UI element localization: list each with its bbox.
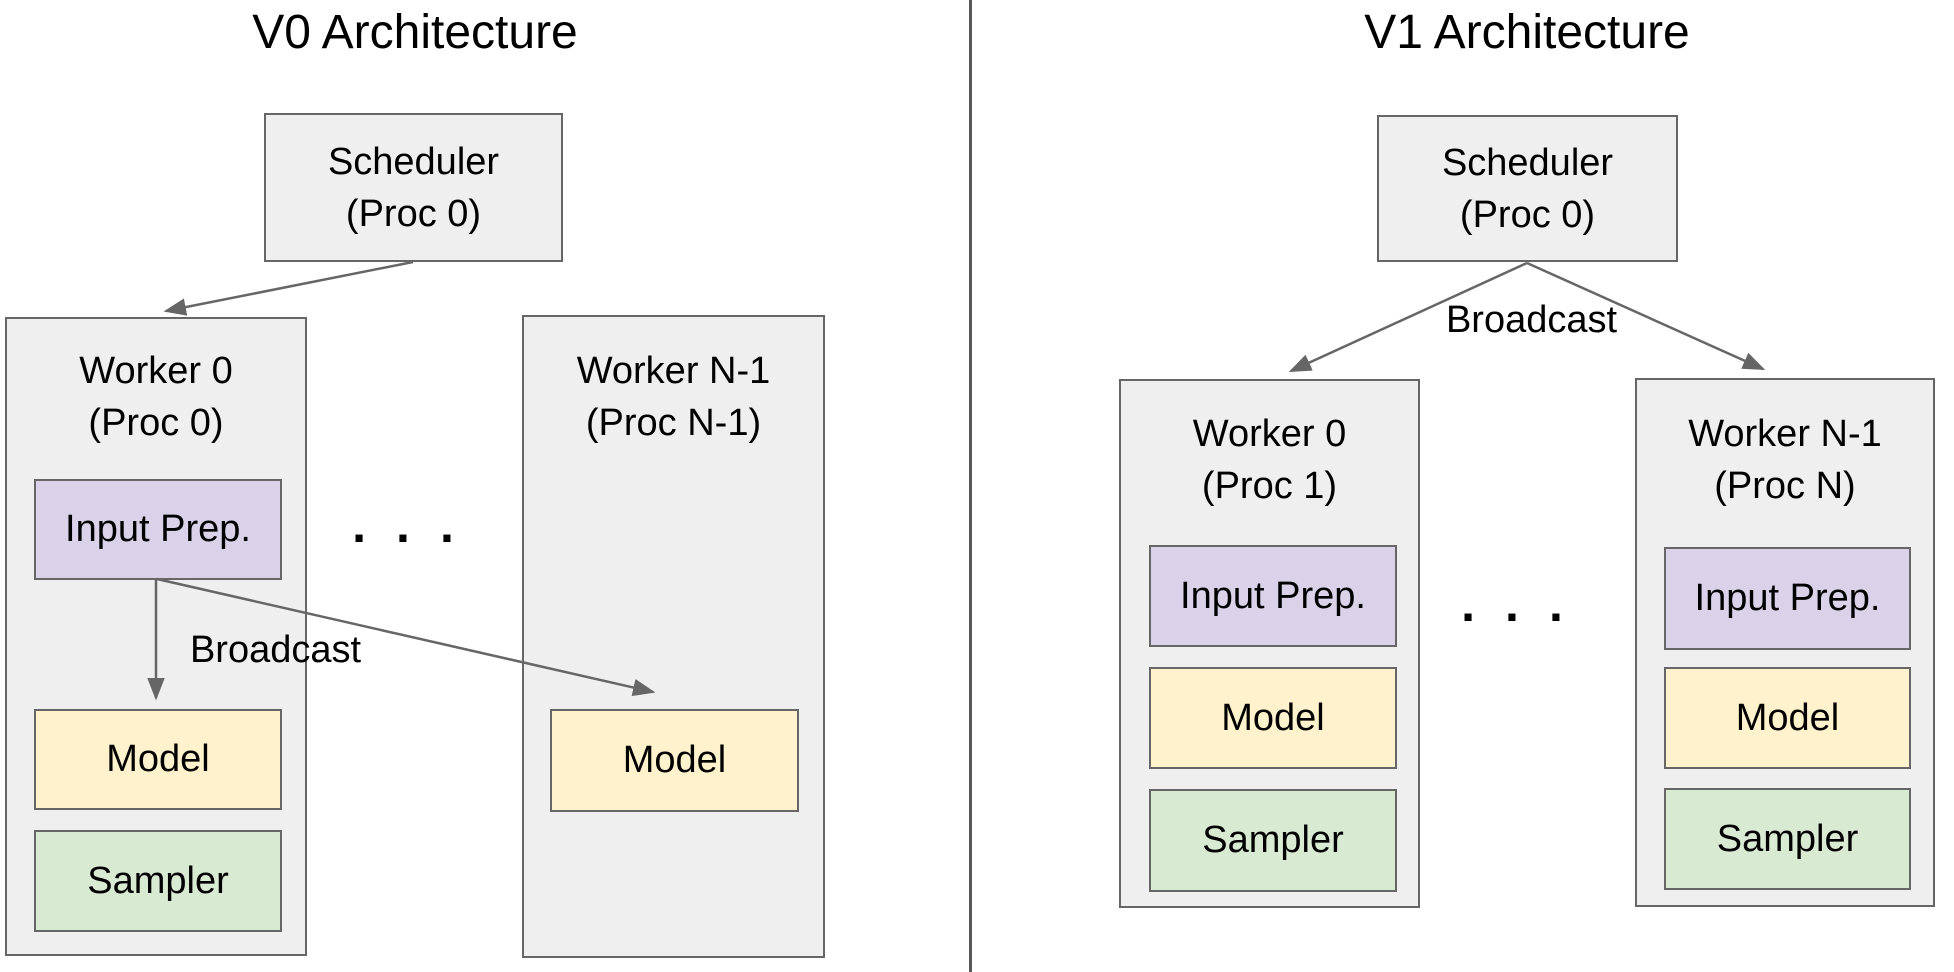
v0-workerN-title-line1: Worker N-1	[576, 350, 771, 392]
v1-workerN-input-prep-box: Input Prep.	[1664, 547, 1911, 650]
v0-worker0-title-line2: (Proc 0)	[88, 402, 224, 444]
v1-scheduler-label-line2: (Proc 0)	[1459, 193, 1596, 236]
v0-workerN-model-box: Model	[550, 709, 799, 812]
v1-workerN-sampler-box: Sampler	[1664, 788, 1911, 890]
v1-broadcast-label: Broadcast	[1445, 299, 1618, 341]
panel-divider	[969, 0, 972, 972]
v1-workerN-model-box: Model	[1664, 667, 1911, 769]
v1-workerN-title-line2: (Proc N)	[1714, 465, 1856, 507]
v0-worker0-title: Worker 0 (Proc 0)	[7, 345, 305, 449]
v0-scheduler-label-line1: Scheduler	[327, 140, 500, 183]
v1-worker0-model-box: Model	[1149, 667, 1397, 769]
v1-worker0-title-line1: Worker 0	[1192, 413, 1347, 455]
v1-workerN-title: Worker N-1 (Proc N)	[1637, 408, 1933, 512]
v0-worker0-container: Worker 0 (Proc 0) Input Prep. Model Samp…	[5, 317, 307, 956]
v1-workerN-container: Worker N-1 (Proc N) Input Prep. Model Sa…	[1635, 378, 1935, 907]
v0-workerN-title: Worker N-1 (Proc N-1)	[524, 345, 823, 449]
v0-scheduler-label-line2: (Proc 0)	[345, 192, 482, 235]
v1-worker0-sampler-box: Sampler	[1149, 789, 1397, 892]
v1-ellipsis: ...	[1461, 576, 1593, 632]
v1-worker0-title: Worker 0 (Proc 1)	[1121, 408, 1418, 512]
v1-workerN-title-line1: Worker N-1	[1688, 413, 1882, 455]
v1-title: V1 Architecture	[1364, 6, 1690, 59]
v0-worker0-sampler-box: Sampler	[34, 830, 282, 932]
v1-worker0-input-prep-box: Input Prep.	[1149, 545, 1397, 647]
v0-worker0-model-box: Model	[34, 709, 282, 810]
v1-worker0-title-line2: (Proc 1)	[1201, 465, 1338, 507]
v0-workerN-title-line2: (Proc N-1)	[585, 402, 762, 444]
v0-scheduler-box: Scheduler (Proc 0)	[264, 113, 563, 262]
v0-broadcast-label: Broadcast	[189, 629, 362, 671]
v0-workerN-container: Worker N-1 (Proc N-1) Model	[522, 315, 825, 958]
v0-worker0-input-prep-box: Input Prep.	[34, 479, 282, 580]
v0-title: V0 Architecture	[252, 6, 578, 59]
v1-worker0-container: Worker 0 (Proc 1) Input Prep. Model Samp…	[1119, 379, 1420, 908]
v1-scheduler-label-line1: Scheduler	[1441, 141, 1614, 184]
v1-scheduler-box: Scheduler (Proc 0)	[1377, 115, 1678, 262]
v0-ellipsis: ...	[352, 497, 484, 553]
arrow-v0-scheduler-to-worker0	[163, 260, 414, 316]
v0-worker0-title-line1: Worker 0	[79, 350, 233, 392]
